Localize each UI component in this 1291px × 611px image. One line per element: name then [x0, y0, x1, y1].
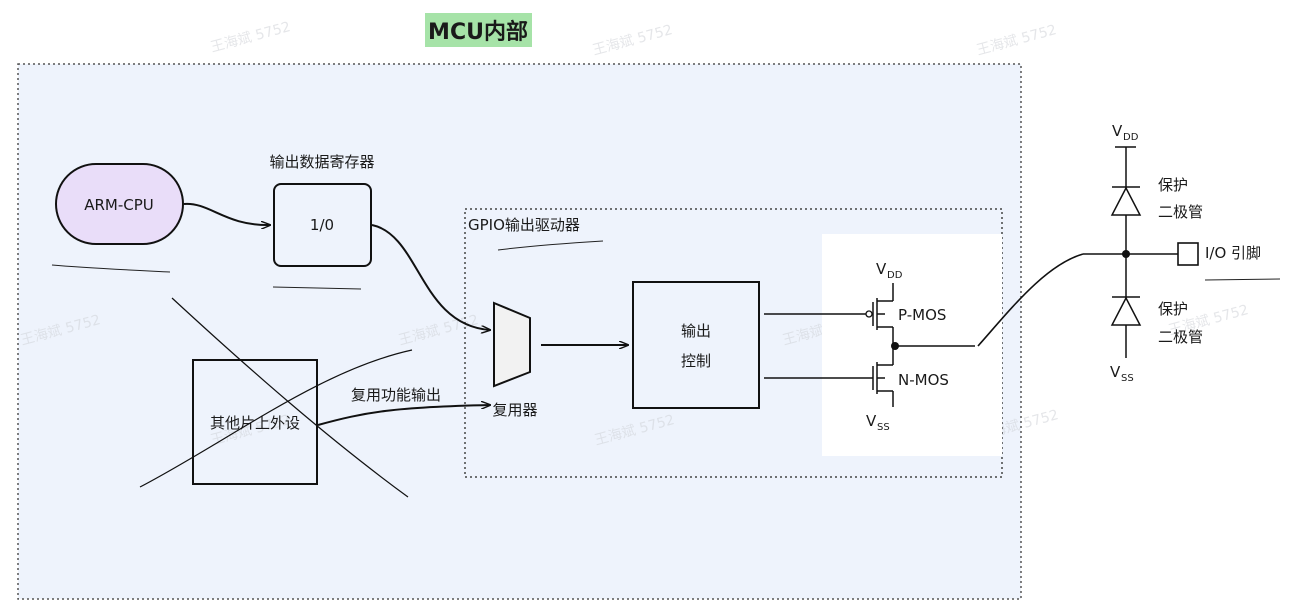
pmos-gate-bubble	[865, 310, 873, 318]
handwritten-underline	[1204, 278, 1281, 281]
handwritten-underline	[497, 240, 604, 251]
gpio-driver-caption: GPIO输出驱动器	[468, 216, 580, 234]
other-peripherals-label: 其他片上外设	[210, 414, 300, 432]
watermark: 王海斌 5752	[209, 19, 292, 56]
arm-cpu-block	[55, 163, 184, 245]
cross-out-line	[139, 349, 413, 488]
pmos-label: P-MOS	[898, 306, 946, 324]
watermark: 王海斌 5752	[591, 22, 674, 59]
watermark: 王海斌 5752	[975, 22, 1058, 59]
nmos-transistor	[872, 362, 894, 407]
vdd-label: V	[876, 260, 887, 278]
handwritten-underline	[51, 264, 171, 273]
diagram-title: MCU内部	[428, 19, 528, 45]
protect-vdd-label: V	[1112, 122, 1123, 140]
cross-out-line	[171, 297, 409, 498]
alt-function-label: 复用功能输出	[351, 386, 441, 404]
vdd-subscript: DD	[887, 270, 903, 281]
lower-diode-label-1: 保护	[1158, 300, 1188, 318]
handwritten-underline	[272, 286, 362, 290]
vss-label: V	[866, 412, 877, 430]
upper-diode-label-1: 保护	[1158, 176, 1188, 194]
output-control-block	[632, 281, 760, 409]
register-to-mux-arrow	[371, 224, 490, 330]
lower-diode-label-2: 二极管	[1158, 328, 1203, 346]
pin-node	[1122, 250, 1130, 258]
register-value: 1/0	[310, 216, 334, 234]
mux-label: 复用器	[492, 401, 537, 419]
multiplexer	[493, 301, 531, 388]
io-pin-label: I/O 引脚	[1205, 244, 1261, 262]
lower-protection-diode	[1110, 296, 1142, 326]
io-pin-pad	[1177, 242, 1199, 266]
output-control-line2: 控制	[681, 352, 711, 370]
other-peripherals-block	[192, 359, 318, 485]
protect-vss-subscript: SS	[1121, 373, 1134, 384]
output-control-line1: 输出	[681, 322, 711, 340]
upper-diode-label-2: 二极管	[1158, 203, 1203, 221]
pmos-transistor	[872, 296, 894, 364]
register-caption: 输出数据寄存器	[269, 153, 374, 171]
vss-subscript: SS	[877, 422, 890, 433]
title-badge	[425, 13, 532, 47]
protect-vdd-subscript: DD	[1123, 132, 1139, 143]
alt-function-arrow	[317, 405, 490, 426]
cpu-to-register-arrow	[183, 202, 270, 225]
output-data-register	[273, 183, 372, 267]
pin-connection-wire	[977, 253, 1084, 347]
protect-vss-label: V	[1110, 363, 1121, 381]
transistor-area	[822, 234, 1002, 456]
nmos-label: N-MOS	[898, 371, 949, 389]
upper-protection-diode	[1110, 186, 1142, 216]
arm-cpu-label: ARM-CPU	[84, 196, 154, 214]
